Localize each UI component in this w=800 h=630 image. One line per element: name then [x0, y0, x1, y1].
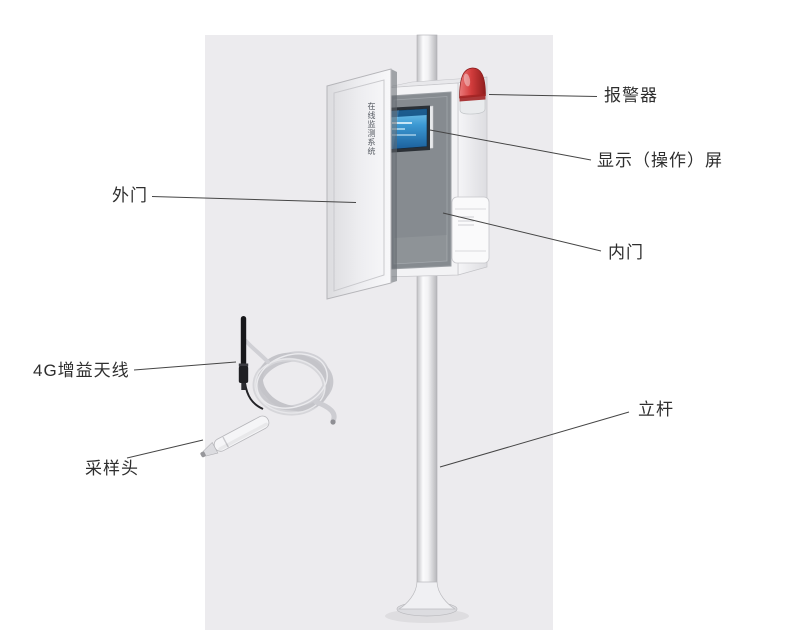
outer-door-panel [326, 68, 392, 300]
antenna-base [238, 366, 249, 383]
sampling-nozzle [200, 451, 206, 458]
control-box [451, 196, 490, 264]
leader-line-alarm [488, 94, 598, 97]
cable-coil [244, 339, 337, 424]
beacon-band [459, 94, 486, 102]
label-outer-door: 外门 [112, 186, 148, 205]
alarm-beacon [459, 67, 486, 115]
label-inner-door: 内门 [608, 243, 644, 262]
label-pole: 立杆 [638, 400, 674, 419]
antenna-connector [241, 383, 246, 390]
antenna-rod [240, 316, 247, 368]
control-box-body [451, 196, 490, 264]
inner-door-reflection [394, 235, 447, 264]
screen-text-line [392, 128, 405, 130]
antenna-ring [238, 363, 249, 367]
leader-line-pole [439, 411, 630, 468]
pole-base-skirt [397, 581, 457, 610]
sampling-head [200, 415, 270, 458]
leader-lines [126, 94, 630, 468]
beacon-dome [459, 67, 486, 99]
leader-line-outer-door [151, 196, 357, 203]
screen-text-line [392, 134, 416, 136]
antenna-assembly [238, 316, 337, 425]
beacon-highlight [463, 73, 471, 87]
leader-line-display [429, 129, 592, 161]
sampling-body [213, 415, 270, 452]
sampling-band [222, 436, 230, 448]
leader-line-inner-door [442, 212, 602, 252]
leader-line-antenna [133, 361, 237, 371]
label-sampling-head: 采样头 [85, 459, 139, 478]
screen-text-line [392, 122, 412, 124]
label-display-screen: 显示（操作）屏 [597, 151, 723, 170]
leader-line-sampling-head [126, 439, 204, 459]
outer-door-trim [333, 79, 385, 292]
sampling-shade [218, 422, 269, 451]
outer-door [326, 68, 397, 300]
label-antenna-4g: 4G增益天线 [33, 361, 130, 380]
door-print-text: 在线监测系统 [367, 102, 376, 156]
door-gap-shadow [391, 69, 397, 283]
screen-header-band [388, 108, 427, 118]
label-alarm: 报警器 [604, 86, 658, 105]
cable-end [330, 419, 336, 425]
